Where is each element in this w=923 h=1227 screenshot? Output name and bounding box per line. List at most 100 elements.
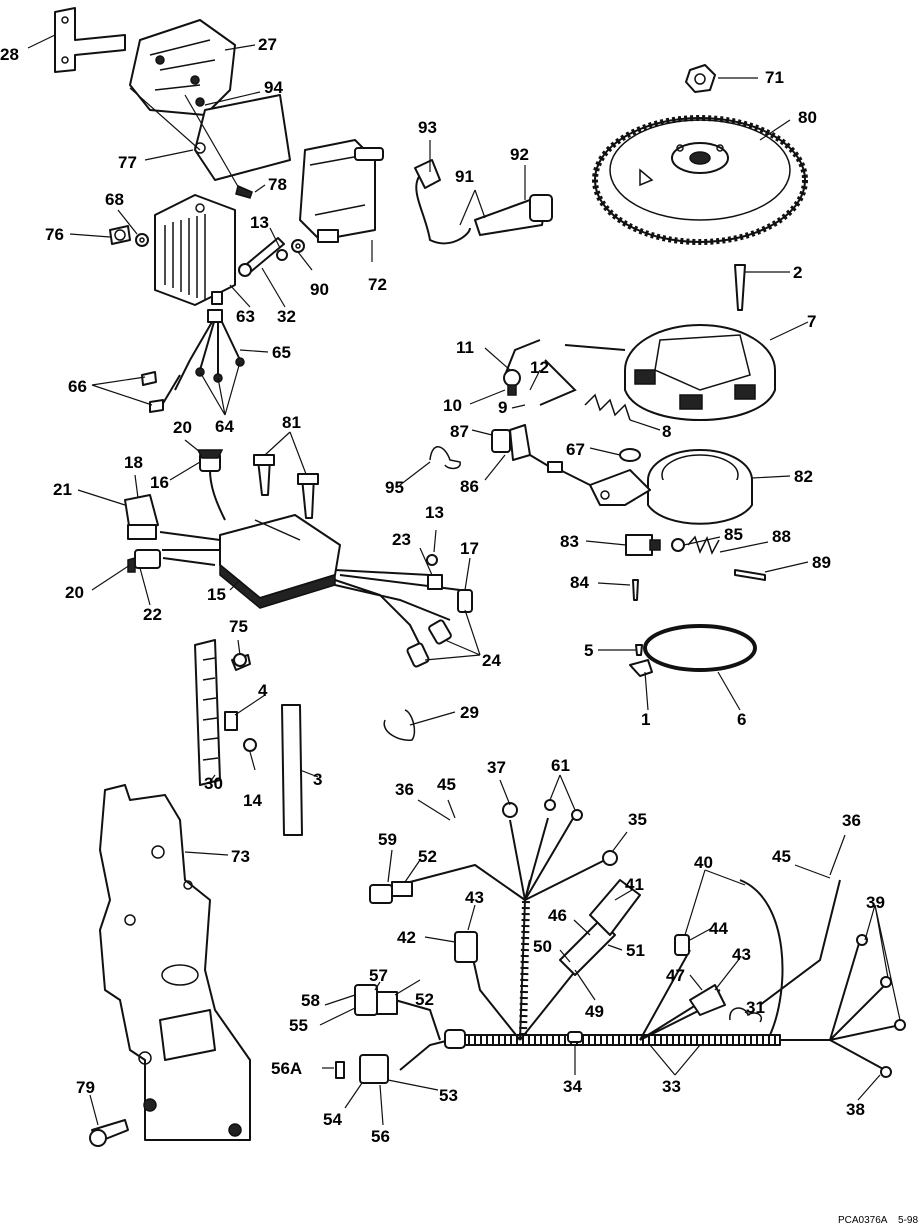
washer-13a bbox=[276, 249, 288, 261]
callout: 13 bbox=[425, 503, 444, 522]
cd-module-15 bbox=[219, 514, 341, 609]
callout: 29 bbox=[460, 703, 479, 722]
screw-78 bbox=[235, 184, 253, 199]
screw-89 bbox=[734, 569, 766, 581]
callout: 90 bbox=[310, 280, 329, 299]
terminal-block-30 bbox=[194, 639, 221, 786]
switch-18 bbox=[124, 494, 159, 540]
callout: 28 bbox=[0, 45, 19, 64]
screw-5 bbox=[635, 644, 643, 656]
callout: 92 bbox=[510, 145, 529, 164]
callout: 85 bbox=[724, 525, 743, 544]
connector-53 bbox=[359, 1054, 389, 1084]
spark-plug-lead bbox=[414, 159, 553, 245]
callout: 2 bbox=[793, 263, 802, 282]
armature-plate-7 bbox=[624, 324, 776, 421]
washer-68 bbox=[135, 233, 149, 247]
callout: 53 bbox=[439, 1086, 458, 1105]
callout: 20 bbox=[173, 418, 192, 437]
screw-14 bbox=[243, 738, 257, 752]
callout: 3 bbox=[313, 770, 322, 789]
callout: 83 bbox=[560, 532, 579, 551]
callout: 15 bbox=[207, 585, 226, 604]
callout: 47 bbox=[666, 966, 685, 985]
callout: 64 bbox=[215, 417, 234, 436]
callout: 57 bbox=[369, 966, 388, 985]
sensor-16 bbox=[196, 449, 224, 472]
strip-3 bbox=[281, 704, 303, 836]
callout: 24 bbox=[482, 651, 501, 670]
callout: 77 bbox=[118, 153, 137, 172]
timer-base-83 bbox=[625, 534, 661, 556]
callout: 43 bbox=[732, 945, 751, 964]
callout: 93 bbox=[418, 118, 437, 137]
callout: 80 bbox=[798, 108, 817, 127]
rectifier-leads-65 bbox=[141, 309, 245, 413]
callout: 67 bbox=[566, 440, 585, 459]
callout: 94 bbox=[264, 78, 283, 97]
figure-code: PCA0376A bbox=[838, 1215, 888, 1226]
terminal-37 bbox=[502, 802, 518, 818]
callout-labels: 28 27 94 77 78 71 80 93 91 92 68 76 13 9… bbox=[0, 35, 885, 1146]
callout: 32 bbox=[277, 307, 296, 326]
screw-2 bbox=[734, 264, 746, 311]
terminal-38 bbox=[880, 1066, 892, 1078]
cap-56A bbox=[335, 1061, 345, 1079]
callout: 86 bbox=[460, 477, 479, 496]
callout: 81 bbox=[282, 413, 301, 432]
callout: 82 bbox=[794, 467, 813, 486]
screw-94 bbox=[195, 97, 205, 107]
terminals-44 bbox=[856, 934, 906, 1031]
callout: 78 bbox=[268, 175, 287, 194]
callout: 56 bbox=[371, 1127, 390, 1146]
callout: 22 bbox=[143, 605, 162, 624]
callout: 27 bbox=[258, 35, 277, 54]
callout: 49 bbox=[585, 1002, 604, 1021]
callout: 13 bbox=[250, 213, 269, 232]
callout: 88 bbox=[772, 527, 791, 546]
connectors-24 bbox=[406, 589, 473, 668]
callout: 39 bbox=[866, 893, 885, 912]
callout: 91 bbox=[455, 167, 474, 186]
callout: 7 bbox=[807, 312, 816, 331]
callout: 54 bbox=[323, 1110, 342, 1129]
nut-85 bbox=[671, 538, 685, 552]
screw-84 bbox=[632, 579, 639, 601]
callout: 68 bbox=[105, 190, 124, 209]
callout: 52 bbox=[415, 990, 434, 1009]
connector-86 bbox=[491, 424, 563, 473]
callout: 55 bbox=[289, 1016, 308, 1035]
clip-1 bbox=[629, 659, 653, 677]
callout: 59 bbox=[378, 830, 397, 849]
callout: 43 bbox=[465, 888, 484, 907]
callout: 38 bbox=[846, 1100, 865, 1119]
clip-29 bbox=[383, 709, 416, 741]
clip-4 bbox=[224, 711, 238, 731]
screw-81a bbox=[253, 454, 275, 496]
callout: 23 bbox=[392, 530, 411, 549]
grommet-67 bbox=[619, 448, 641, 462]
terminals-61 bbox=[544, 799, 583, 821]
callout: 11 bbox=[456, 338, 474, 357]
callout: 14 bbox=[243, 791, 262, 810]
terminal-23 bbox=[427, 574, 443, 590]
pack-cover-77 bbox=[194, 94, 291, 181]
callout: 87 bbox=[450, 422, 469, 441]
callout: 45 bbox=[437, 775, 456, 794]
callout: 56A bbox=[271, 1059, 302, 1078]
callout: 42 bbox=[397, 928, 416, 947]
callout: 46 bbox=[548, 906, 567, 925]
callout: 41 bbox=[625, 875, 644, 894]
callout: 33 bbox=[662, 1077, 681, 1096]
screw-76 bbox=[109, 225, 131, 245]
callout: 52 bbox=[418, 847, 437, 866]
screw-79 bbox=[89, 1119, 129, 1147]
callout: 12 bbox=[530, 358, 549, 377]
callout: 37 bbox=[487, 758, 506, 777]
callout: 65 bbox=[272, 343, 291, 362]
connector-42 bbox=[454, 931, 478, 963]
callout: 66 bbox=[68, 377, 87, 396]
callout: 8 bbox=[662, 422, 671, 441]
callout: 16 bbox=[150, 473, 169, 492]
callout: 31 bbox=[746, 998, 765, 1017]
